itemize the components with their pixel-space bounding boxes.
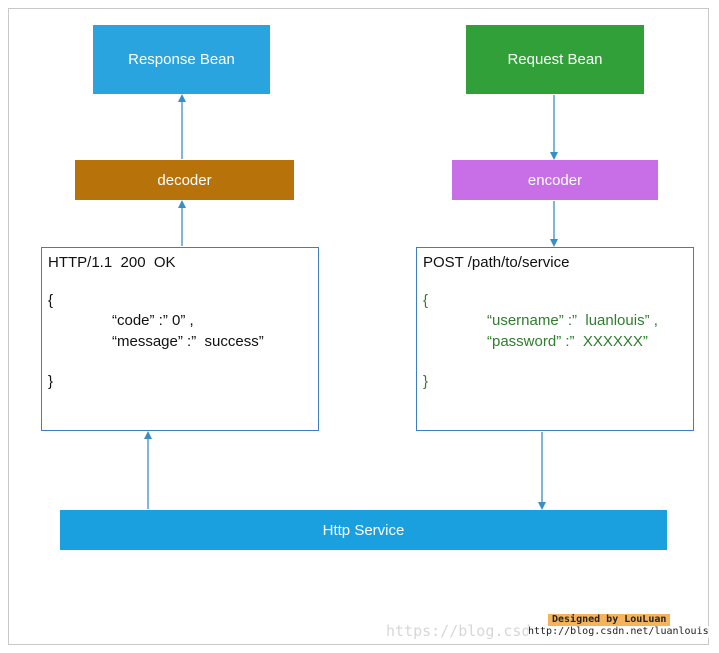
http-service-label: Http Service <box>322 521 405 539</box>
response-bean-label: Response Bean <box>128 51 235 68</box>
designed-by-label: Designed by LouLuan <box>548 614 671 626</box>
response-open-brace: { <box>48 292 54 309</box>
response-close-brace: } <box>48 373 54 390</box>
designer-url: http://blog.csdn.net/luanlouis <box>528 626 709 638</box>
request-bean-box: Request Bean <box>466 25 644 94</box>
http-service-box: Http Service <box>60 510 667 550</box>
request-bean-label: Request Bean <box>507 51 603 68</box>
request-password-line: “password” :” XXXXXX” <box>487 333 648 350</box>
request-close-brace: } <box>423 373 429 390</box>
request-username-line: “username” :” luanlouis” , <box>487 312 658 329</box>
request-line: POST /path/to/service <box>423 254 570 271</box>
response-code-line: “code” :” 0” , <box>112 312 194 329</box>
response-message-line: “message” :” success” <box>112 333 264 350</box>
request-open-brace: { <box>423 292 429 309</box>
designer-credit: Designed by LouLuan http://blog.csdn.net… <box>528 614 709 638</box>
decoder-box: decoder <box>75 160 294 200</box>
encoder-box: encoder <box>452 160 658 200</box>
response-bean-box: Response Bean <box>93 25 270 94</box>
decoder-label: decoder <box>157 171 212 189</box>
http-response-panel: HTTP/1.1 200 OK { “code” :” 0” , “messag… <box>41 247 319 431</box>
encoder-label: encoder <box>527 171 583 189</box>
response-status-line: HTTP/1.1 200 OK <box>48 254 176 271</box>
http-request-panel: POST /path/to/service { “username” :” lu… <box>416 247 694 431</box>
